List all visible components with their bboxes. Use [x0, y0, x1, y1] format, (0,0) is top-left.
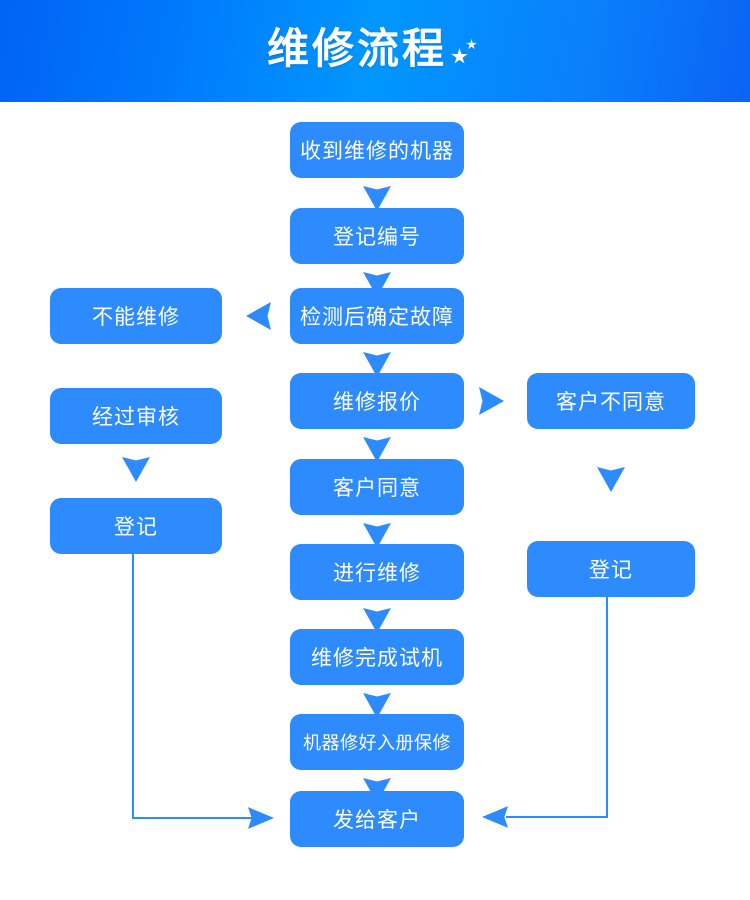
flow-node-reviewed[interactable]: 经过审核 — [50, 388, 222, 444]
flow-node-test[interactable]: 维修完成试机 — [290, 629, 464, 685]
arrowhead-left-register-to-deliver — [248, 807, 274, 829]
connector-left-horizontal — [132, 817, 264, 819]
page-title: 维修流程 — [266, 25, 447, 72]
arrow-left-diagnose-to-cannot-repair — [246, 302, 271, 330]
arrow-down-reviewed-to-left-register — [122, 457, 150, 482]
flow-node-receive[interactable]: 收到维修的机器 — [290, 122, 464, 178]
flow-node-right-register[interactable]: 登记 — [527, 541, 695, 597]
flow-node-cannot-repair[interactable]: 不能维修 — [50, 288, 222, 344]
arrow-down-disagree-to-right-register — [597, 467, 625, 492]
flow-node-quote[interactable]: 维修报价 — [290, 373, 464, 429]
flow-node-diagnose[interactable]: 检测后确定故障 — [290, 288, 464, 344]
flow-node-deliver[interactable]: 发给客户 — [290, 791, 464, 847]
star-large-icon — [451, 48, 468, 64]
header-title-group: 维修流程 — [267, 28, 483, 70]
flow-node-warranty[interactable]: 机器修好入册保修 — [290, 714, 464, 770]
flow-node-left-register[interactable]: 登记 — [50, 498, 222, 554]
connector-right-vertical — [606, 597, 608, 818]
arrowhead-right-register-to-deliver — [482, 806, 508, 828]
sparkle-stars-icon — [449, 34, 483, 68]
flowchart-canvas: 收到维修的机器 登记编号 检测后确定故障 维修报价 客户同意 进行维修 维修完成… — [0, 102, 750, 900]
flow-node-register[interactable]: 登记编号 — [290, 208, 464, 264]
connector-right-horizontal — [506, 816, 606, 818]
page-header-banner: 维修流程 — [0, 0, 750, 102]
flow-node-agree[interactable]: 客户同意 — [290, 459, 464, 515]
connector-left-vertical — [132, 554, 134, 819]
flow-node-disagree[interactable]: 客户不同意 — [527, 373, 695, 429]
arrow-right-quote-to-disagree — [479, 387, 504, 415]
star-small-icon — [466, 39, 477, 50]
flow-node-repair[interactable]: 进行维修 — [290, 544, 464, 600]
